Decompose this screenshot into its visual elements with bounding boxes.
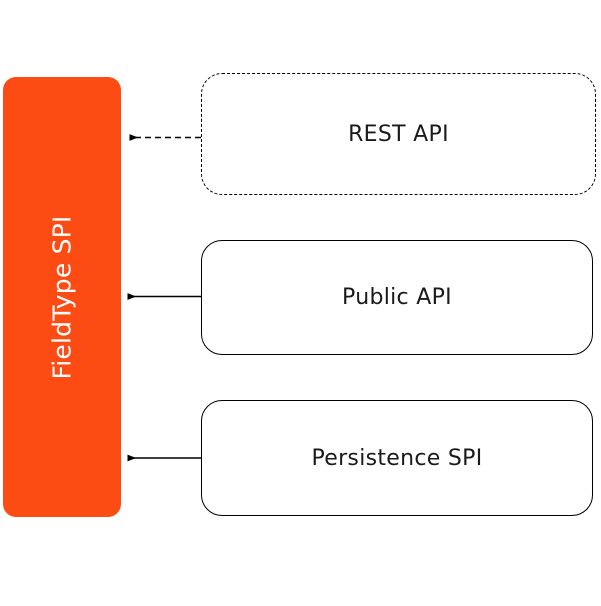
- public-api-label: Public API: [342, 285, 452, 310]
- fieldtype-spi-block[interactable]: FieldType SPI: [3, 77, 121, 517]
- persistence-spi-label: Persistence SPI: [311, 445, 483, 471]
- fieldtype-spi-label: FieldType SPI: [47, 215, 77, 379]
- persistence-spi-block[interactable]: Persistence SPI: [201, 400, 593, 516]
- rest-api-label: REST API: [348, 121, 449, 147]
- rest-api-block[interactable]: REST API: [201, 73, 596, 195]
- public-api-block[interactable]: Public API: [201, 240, 593, 355]
